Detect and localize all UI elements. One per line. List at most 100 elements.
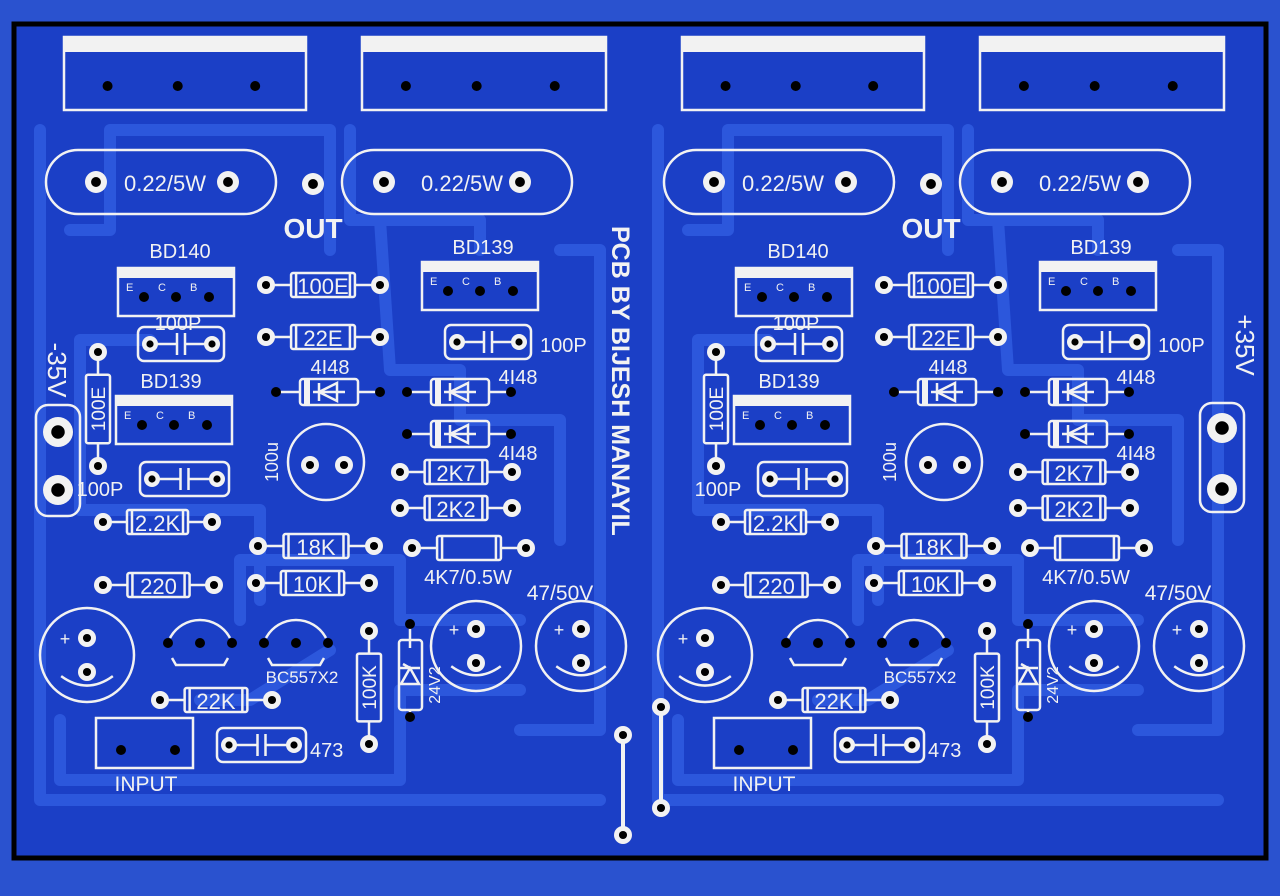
electrolytic-capacitor	[904, 422, 984, 502]
drill-hole	[369, 541, 379, 551]
drill-hole	[1023, 619, 1033, 629]
capacitor-outline	[833, 726, 926, 764]
pin-label: C	[158, 282, 166, 294]
diode-label: 4I48	[1117, 367, 1156, 389]
drill-hole	[170, 745, 180, 755]
drill-hole	[202, 420, 212, 430]
tab-bar	[116, 396, 232, 406]
diode-icon	[444, 380, 476, 404]
drill-hole	[169, 420, 179, 430]
negative-supply-label: -35V	[42, 343, 72, 399]
drill-hole	[443, 286, 453, 296]
capacitor-label: 47/50V	[1145, 582, 1212, 605]
trace	[992, 214, 1184, 546]
drill-hole	[400, 81, 411, 91]
pin-label: C	[776, 282, 784, 294]
resistor-label: 22E	[921, 326, 960, 351]
drill-hole	[1124, 429, 1134, 439]
drill-hole	[1124, 387, 1134, 397]
drill-hole	[291, 638, 301, 648]
drill-hole	[711, 347, 721, 357]
drill-hole	[877, 638, 887, 648]
drill-hole	[923, 460, 933, 470]
output-label: OUT	[901, 213, 960, 244]
drill-hole	[1071, 338, 1079, 346]
small-transistor-outline	[264, 618, 328, 667]
transistor-label: BC557X2	[266, 668, 339, 687]
drill-hole	[788, 745, 798, 755]
drill-hole	[91, 177, 101, 187]
capacitor-outline	[138, 460, 231, 498]
diode-body	[298, 377, 360, 407]
diode-icon	[931, 380, 963, 404]
capacitor-label: 100u	[880, 442, 900, 482]
power-resistor-label: 0.22/5W	[742, 171, 824, 196]
drill-hole	[146, 340, 154, 348]
drill-hole	[259, 638, 269, 648]
diode-label: 4I48	[311, 357, 350, 379]
resistor-body	[1041, 494, 1107, 522]
drill-hole	[364, 578, 374, 588]
polarity-arc	[678, 675, 732, 687]
resistor-label: 18K	[914, 535, 953, 560]
resistor-label: 4K7/0.5W	[424, 567, 512, 589]
drill-hole	[506, 387, 516, 397]
diode-icon	[1062, 422, 1094, 446]
electrolytic-capacitor	[38, 606, 136, 704]
resistor-label: 22K	[814, 689, 853, 714]
resistor-body	[907, 271, 975, 299]
positive-supply-label: +35V	[1230, 314, 1260, 376]
drill-hole	[813, 638, 823, 648]
resistor-body	[279, 569, 346, 597]
trace	[374, 214, 566, 546]
pin-label: B	[188, 410, 195, 422]
drill-hole	[213, 475, 221, 483]
pin-label: B	[808, 282, 815, 294]
resistor-body	[84, 373, 112, 445]
drill-hole	[773, 695, 783, 705]
drill-hole	[1018, 81, 1029, 91]
drill-hole	[1023, 712, 1033, 722]
plus-sign: +	[449, 620, 460, 640]
drill-hole	[308, 179, 318, 189]
resistor-body	[423, 458, 489, 486]
drill-hole	[820, 420, 830, 430]
resistor-body	[289, 271, 357, 299]
resistor-label: 2K2	[1054, 497, 1093, 522]
drill-hole	[209, 580, 219, 590]
drill-hole	[993, 332, 1003, 342]
drill-hole	[941, 638, 951, 648]
resistor-label: 10K	[911, 572, 950, 597]
input-connector	[712, 716, 813, 770]
drill-hole	[790, 81, 801, 91]
electrolytic-capacitor	[656, 606, 754, 704]
drill-hole	[172, 81, 183, 91]
drill-hole	[997, 177, 1007, 187]
zener-label: 24V2	[427, 666, 444, 703]
tab-bar	[736, 268, 852, 278]
drill-hole	[250, 81, 261, 91]
zener-label: 24V2	[1045, 666, 1062, 703]
drill-hole	[471, 658, 481, 668]
drill-hole	[116, 745, 126, 755]
resistor-body	[126, 571, 191, 599]
drill-hole	[508, 286, 518, 296]
capacitor-label: 100P	[695, 479, 742, 501]
resistor-body	[289, 323, 357, 351]
resistor-label: 100K	[978, 665, 999, 710]
resistor-body	[423, 494, 489, 522]
diode-label: 4I48	[499, 443, 538, 465]
drill-hole	[395, 467, 405, 477]
drill-hole	[908, 741, 916, 749]
resistor-body	[1041, 458, 1107, 486]
drill-hole	[82, 667, 92, 677]
pin-label: B	[494, 276, 501, 288]
polarity-arc	[450, 665, 502, 677]
pin-label: E	[1048, 276, 1055, 288]
drill-hole	[841, 177, 851, 187]
drill-hole	[515, 338, 523, 346]
drill-hole	[656, 702, 666, 712]
capacitor-label: 100u	[262, 442, 282, 482]
drill-hole	[987, 541, 997, 551]
